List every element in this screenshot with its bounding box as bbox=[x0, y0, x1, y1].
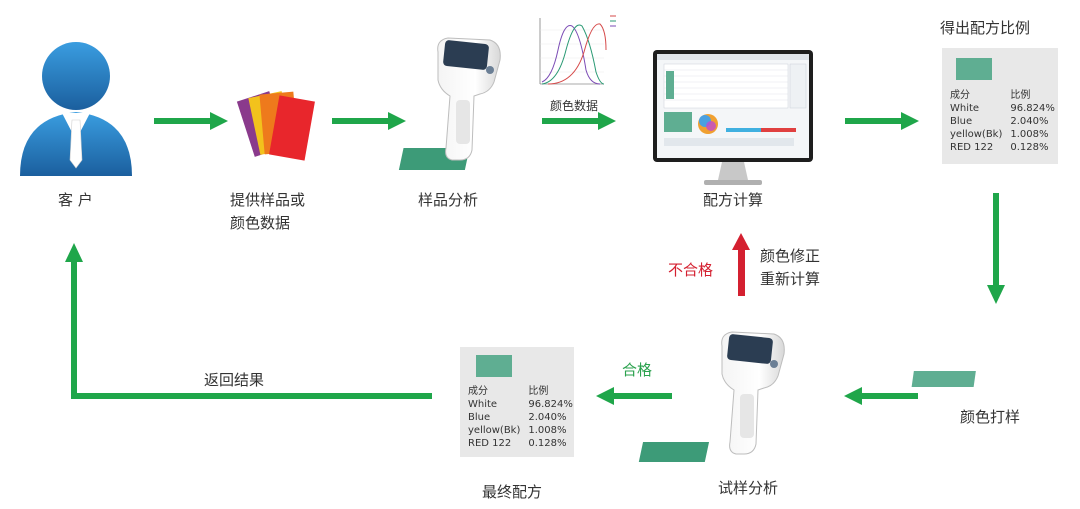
table-row: RED 122 0.128% bbox=[948, 141, 1057, 154]
label-color-data: 颜色数据 bbox=[550, 99, 599, 113]
row-ratio: 96.824% bbox=[528, 399, 573, 410]
label-formula-calc: 配方计算 bbox=[703, 191, 764, 209]
label-trial-analysis: 试样分析 bbox=[718, 479, 779, 497]
label-unqualified: 不合格 bbox=[668, 261, 714, 279]
table-row: yellow(Bk) 1.008% bbox=[948, 128, 1057, 141]
formula-swatch bbox=[956, 58, 992, 80]
computer-monitor-icon bbox=[653, 50, 813, 185]
return-arrow bbox=[65, 243, 432, 399]
formula-swatch bbox=[476, 355, 512, 377]
header-ratio: 比例 bbox=[528, 386, 549, 397]
row-ratio: 1.008% bbox=[528, 425, 567, 436]
row-ratio: 0.128% bbox=[1010, 142, 1049, 153]
arrow-down-right bbox=[987, 193, 1005, 304]
row-name: yellow(Bk) bbox=[950, 129, 1003, 140]
label-correction-line1: 颜色修正 bbox=[760, 247, 821, 265]
table-row: 成分 比例 bbox=[948, 89, 1057, 102]
table-row: Blue 2.040% bbox=[466, 411, 575, 424]
row-ratio: 2.040% bbox=[528, 412, 567, 423]
label-correction-line2: 重新计算 bbox=[760, 270, 821, 288]
table-row: yellow(Bk) 1.008% bbox=[466, 424, 575, 437]
label-return-result: 返回结果 bbox=[204, 371, 265, 389]
table-row: Blue 2.040% bbox=[948, 115, 1057, 128]
row-name: RED 122 bbox=[950, 142, 994, 153]
row-ratio: 1.008% bbox=[1010, 129, 1049, 140]
table-row: 成分 比例 bbox=[466, 385, 575, 398]
header-ratio: 比例 bbox=[1010, 90, 1031, 101]
arrows-bottom-row bbox=[596, 387, 918, 405]
spectrophotometer-device-1 bbox=[398, 37, 501, 170]
row-name: RED 122 bbox=[468, 438, 512, 449]
row-name: Blue bbox=[950, 116, 973, 127]
header-name: 成分 bbox=[950, 90, 970, 101]
formula-table: 成分 比例 White 96.824% Blue 2.040% yellow(B… bbox=[948, 89, 1057, 154]
label-customer: 客 户 bbox=[58, 191, 93, 209]
row-name: Blue bbox=[468, 412, 491, 423]
row-name: White bbox=[468, 399, 498, 410]
row-ratio: 96.824% bbox=[1010, 103, 1055, 114]
formula-card-final: 成分 比例 White 96.824% Blue 2.040% yellow(B… bbox=[460, 347, 574, 457]
table-row: White 96.824% bbox=[948, 102, 1057, 115]
arrows-top-row bbox=[154, 112, 919, 130]
spectral-curves-chart bbox=[533, 14, 616, 90]
row-name: yellow(Bk) bbox=[468, 425, 521, 436]
row-name: White bbox=[950, 103, 980, 114]
label-sample-analysis: 样品分析 bbox=[418, 191, 479, 209]
label-qualified: 合格 bbox=[622, 361, 653, 379]
formula-table: 成分 比例 White 96.824% Blue 2.040% yellow(B… bbox=[466, 385, 575, 450]
red-arrow-up bbox=[732, 233, 750, 296]
table-row: White 96.824% bbox=[466, 398, 575, 411]
row-ratio: 0.128% bbox=[528, 438, 567, 449]
row-ratio: 2.040% bbox=[1010, 116, 1049, 127]
color-sample-card bbox=[911, 371, 976, 387]
spectrophotometer-device-2 bbox=[638, 331, 785, 462]
table-row: RED 122 0.128% bbox=[466, 437, 575, 450]
label-provide-line1: 提供样品或 bbox=[230, 191, 306, 209]
customer-icon bbox=[20, 42, 132, 176]
label-provide-line2: 颜色数据 bbox=[230, 214, 291, 232]
formula-card-top: 成分 比例 White 96.824% Blue 2.040% yellow(B… bbox=[942, 48, 1058, 164]
color-swatches-icon bbox=[236, 91, 315, 161]
label-color-sample: 颜色打样 bbox=[960, 408, 1021, 426]
header-name: 成分 bbox=[468, 386, 488, 397]
label-get-ratio: 得出配方比例 bbox=[940, 19, 1031, 37]
label-final-formula: 最终配方 bbox=[482, 483, 543, 501]
